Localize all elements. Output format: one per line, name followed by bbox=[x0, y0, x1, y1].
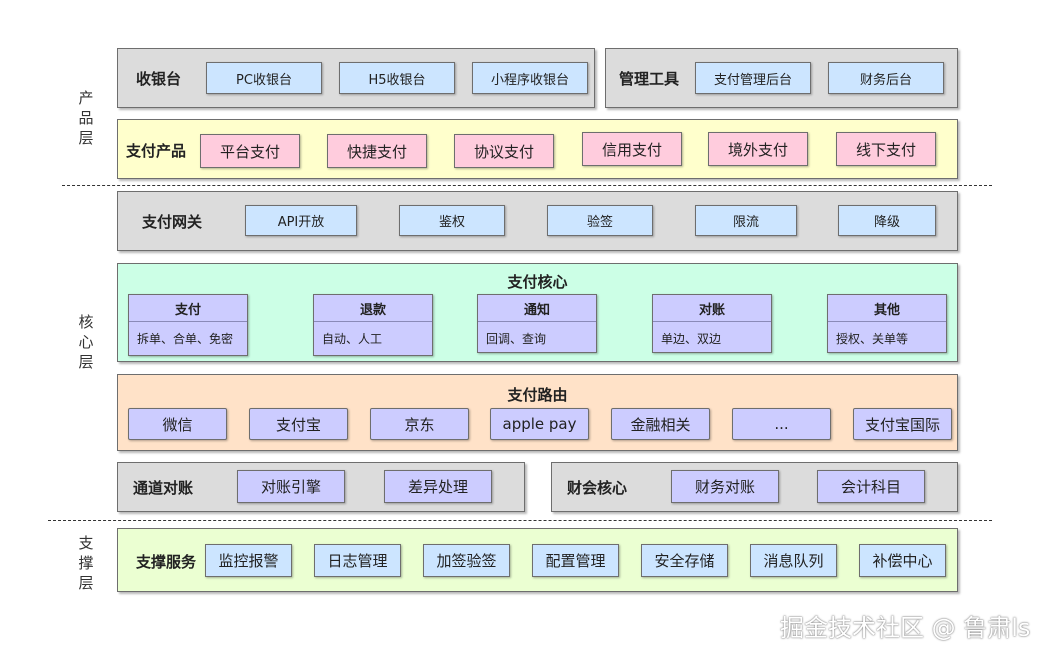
core-module-notify: 通知 回调、查询 bbox=[477, 294, 597, 353]
watermark: 掘金技术社区 @ 鲁肃ls bbox=[780, 614, 1031, 642]
layer-label-core: 核心层 bbox=[77, 312, 95, 372]
support-item: 配置管理 bbox=[532, 544, 619, 577]
product-item: 信用支付 bbox=[582, 132, 682, 166]
routing-title: 支付路由 bbox=[507, 386, 568, 404]
core-module-desc: 回调、查询 bbox=[486, 332, 547, 346]
gateway-item: 鉴权 bbox=[399, 205, 505, 236]
layer-label-support-text: 支撑层 bbox=[78, 534, 94, 592]
gateway-item: API开放 bbox=[245, 205, 357, 236]
layer-divider-top bbox=[62, 185, 992, 186]
support-item: 日志管理 bbox=[314, 544, 401, 577]
core-module-title: 通知 bbox=[478, 295, 596, 322]
route-channel: 支付宝国际 bbox=[853, 408, 952, 440]
finance-core-item: 财务对账 bbox=[671, 470, 779, 503]
support-item: 加签验签 bbox=[423, 544, 510, 577]
layer-divider-bottom bbox=[48, 520, 992, 521]
core-module-desc: 拆单、合单、免密 bbox=[137, 332, 234, 346]
gateway-label: 支付网关 bbox=[142, 212, 203, 231]
product-item: 平台支付 bbox=[200, 134, 300, 168]
cashier-label: 收银台 bbox=[136, 69, 182, 88]
layer-label-product: 产品层 bbox=[77, 88, 95, 148]
gateway-item: 降级 bbox=[838, 205, 936, 236]
core-module-title: 其他 bbox=[828, 295, 946, 322]
finance-core-label: 财会核心 bbox=[567, 478, 628, 497]
product-item: 境外支付 bbox=[708, 132, 808, 166]
route-channel: 京东 bbox=[370, 408, 469, 440]
finance-core-item: 会计科目 bbox=[817, 470, 925, 503]
layer-label-product-text: 产品层 bbox=[78, 89, 94, 147]
cashier-item-miniapp: 小程序收银台 bbox=[472, 62, 588, 94]
mgmt-item-finance-admin: 财务后台 bbox=[828, 62, 944, 94]
route-channel: apple pay bbox=[490, 408, 589, 440]
core-module-desc: 授权、关单等 bbox=[836, 332, 909, 346]
core-module-desc: 单边、双边 bbox=[661, 332, 722, 346]
support-label: 支撑服务 bbox=[136, 552, 197, 571]
core-module-payment: 支付 拆单、合单、免密 bbox=[128, 294, 248, 356]
route-channel: 支付宝 bbox=[249, 408, 348, 440]
channel-recon-label: 通道对账 bbox=[133, 478, 194, 497]
layer-label-core-text: 核心层 bbox=[78, 313, 94, 371]
core-module-refund: 退款 自动、人工 bbox=[313, 294, 433, 356]
product-item: 快捷支付 bbox=[327, 134, 427, 168]
channel-recon-item: 差异处理 bbox=[384, 470, 492, 503]
mgmt-label: 管理工具 bbox=[619, 69, 680, 88]
route-channel: 金融相关 bbox=[611, 408, 710, 440]
cashier-item-pc: PC收银台 bbox=[206, 62, 322, 94]
gateway-item: 限流 bbox=[695, 205, 797, 236]
support-item: 安全存储 bbox=[641, 544, 728, 577]
route-channel: 微信 bbox=[128, 408, 227, 440]
product-item: 线下支付 bbox=[836, 132, 936, 166]
core-module-other: 其他 授权、关单等 bbox=[827, 294, 947, 353]
gateway-panel bbox=[117, 191, 958, 251]
core-module-title: 退款 bbox=[314, 295, 432, 322]
route-channel: ... bbox=[732, 408, 831, 440]
core-module-desc: 自动、人工 bbox=[322, 332, 383, 346]
support-item: 消息队列 bbox=[750, 544, 837, 577]
core-module-title: 对账 bbox=[653, 295, 771, 322]
core-title: 支付核心 bbox=[507, 273, 568, 291]
channel-recon-item: 对账引擎 bbox=[237, 470, 345, 503]
support-item: 补偿中心 bbox=[859, 544, 946, 577]
gateway-item: 验签 bbox=[547, 205, 653, 236]
core-module-reconcile: 对账 单边、双边 bbox=[652, 294, 772, 353]
mgmt-item-payment-admin: 支付管理后台 bbox=[695, 62, 811, 94]
cashier-item-h5: H5收银台 bbox=[339, 62, 455, 94]
support-item: 监控报警 bbox=[205, 544, 292, 577]
layer-label-support: 支撑层 bbox=[77, 533, 95, 593]
core-module-title: 支付 bbox=[129, 295, 247, 322]
product-item: 协议支付 bbox=[454, 134, 554, 168]
products-label: 支付产品 bbox=[126, 141, 187, 160]
